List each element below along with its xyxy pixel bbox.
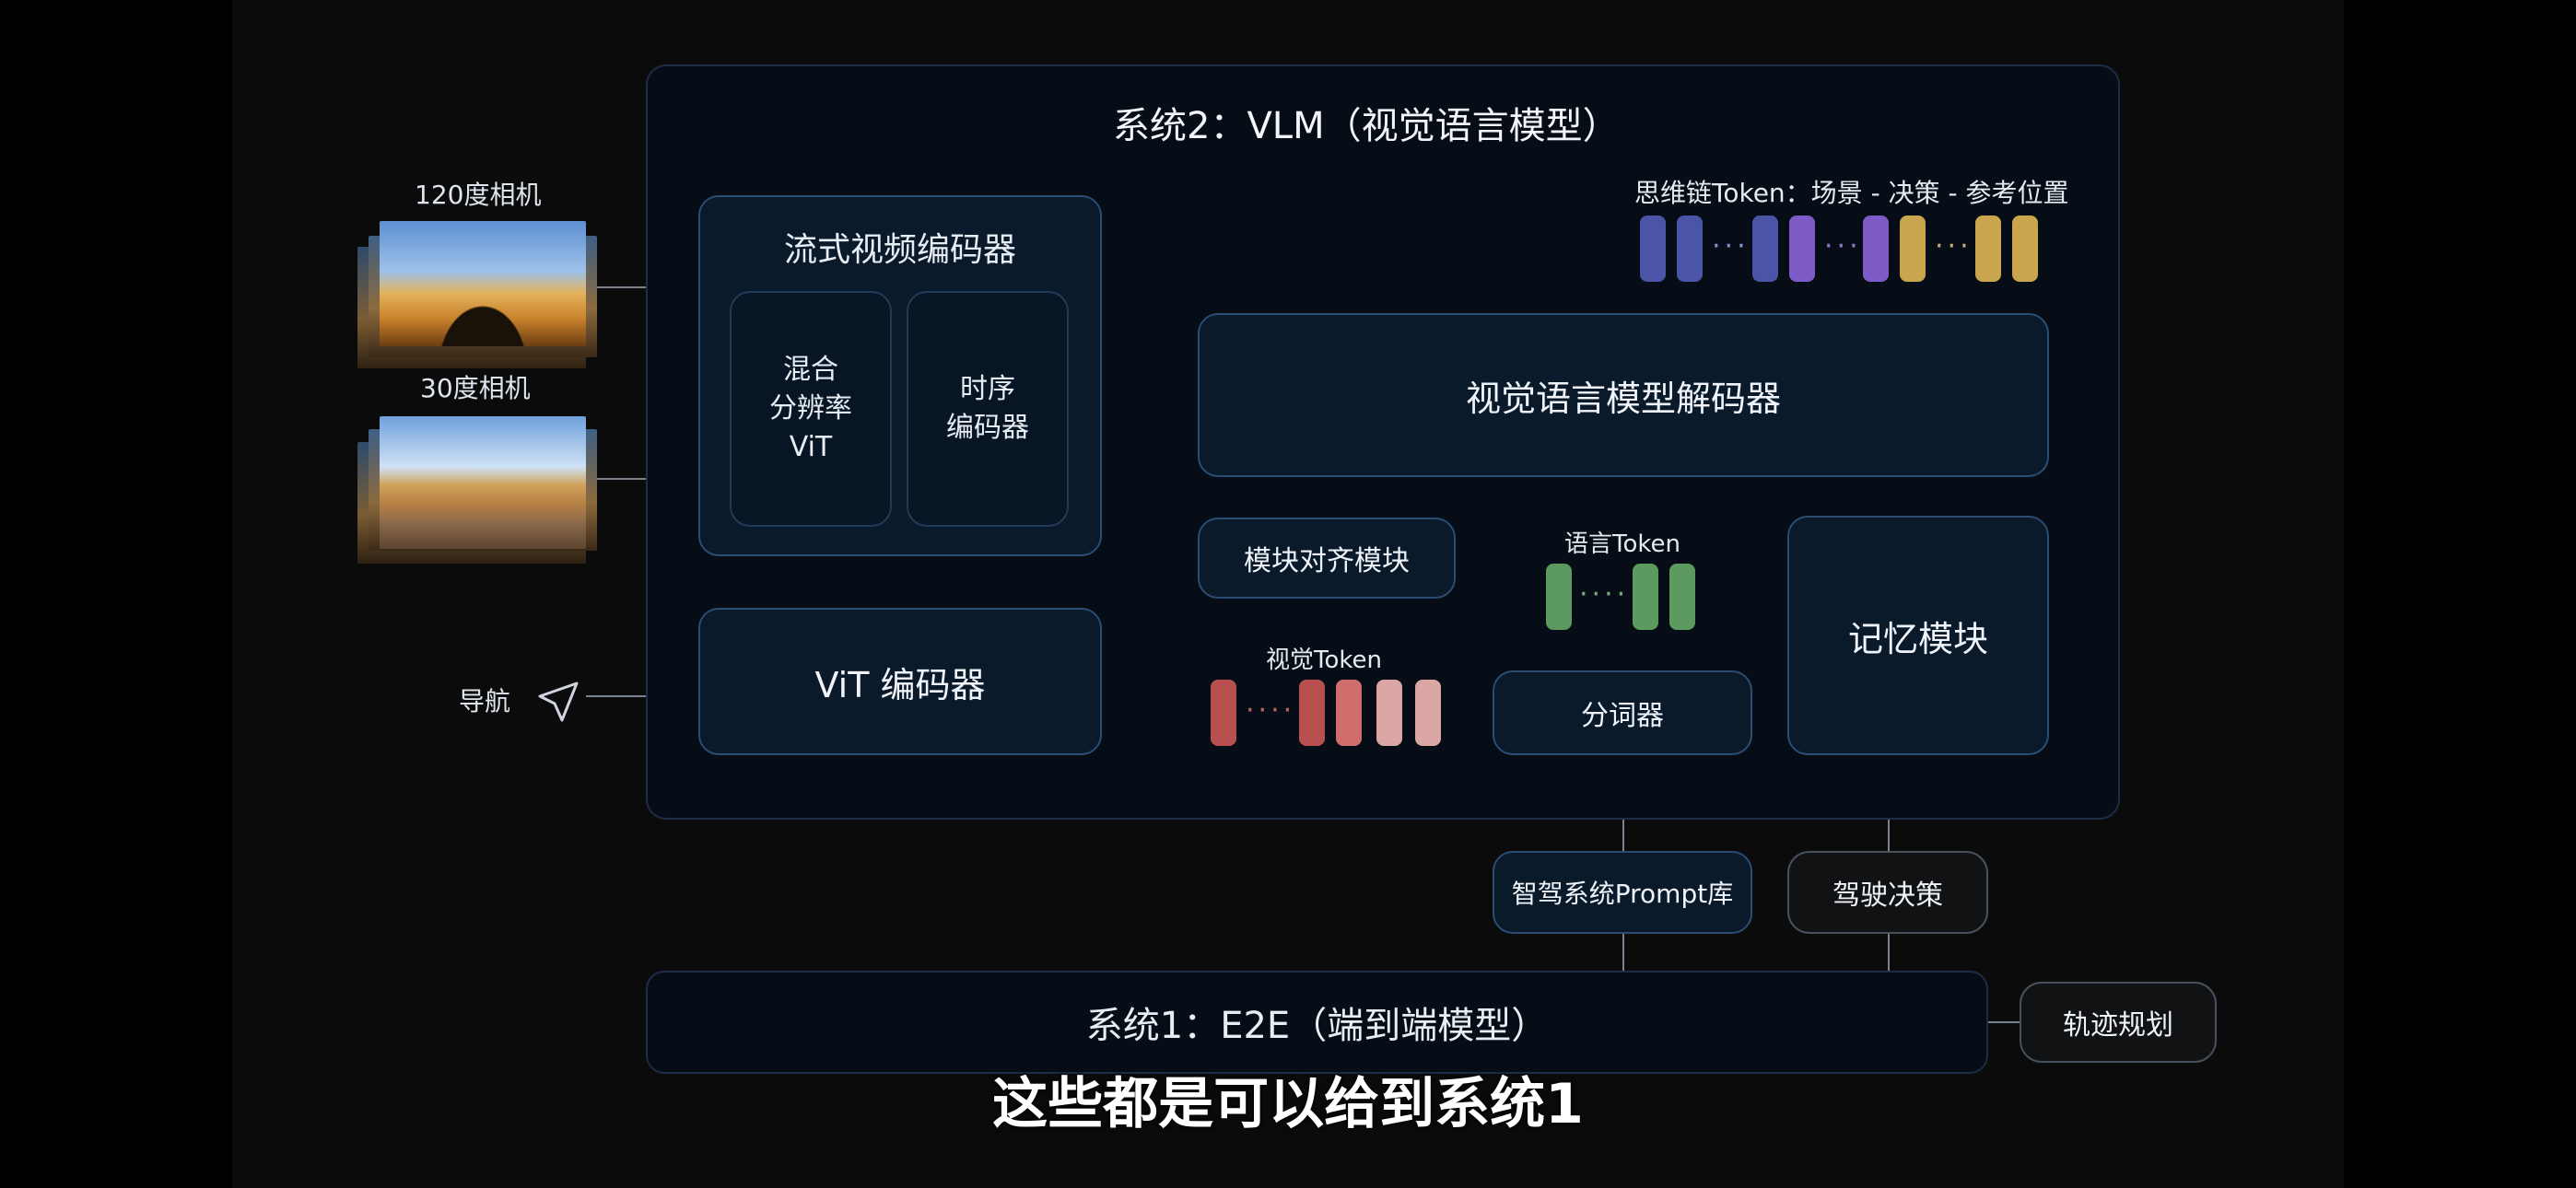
language-token [1633, 564, 1658, 630]
cot-token-ellipsis: ··· [1824, 230, 1862, 262]
visual-token [1376, 680, 1402, 746]
cot-token-ellipsis: ··· [1935, 230, 1973, 262]
camera-30-label: 30度相机 [420, 373, 531, 403]
visual-token [1299, 680, 1325, 746]
camera-120-image [380, 221, 586, 346]
vit-encoder: ViT 编码器 [698, 608, 1102, 755]
tokenizer: 分词器 [1493, 670, 1752, 755]
video-subtitle: 这些都是可以给到系统1 [992, 1072, 1584, 1136]
trajectory-planning: 轨迹规划 [2020, 982, 2217, 1063]
driving-decision: 驾驶决策 [1787, 851, 1988, 934]
navigation-arrow-icon [538, 681, 579, 722]
camera-30-image [380, 416, 586, 549]
visual-token-ellipsis: ···· [1246, 694, 1296, 727]
visual-token [1415, 680, 1441, 746]
system1-e2e-panel: 系统1：E2E（端到端模型） [646, 971, 1988, 1074]
language-token-label: 语言Token [1564, 530, 1680, 558]
stream-encoder-title: 流式视频编码器 [783, 231, 1016, 269]
temporal-encoder: 时序 编码器 [907, 291, 1069, 527]
visual-token-label: 视觉Token [1266, 646, 1382, 674]
memory-module: 记忆模块 [1787, 516, 2049, 755]
prompt-library: 智驾系统Prompt库 [1493, 851, 1752, 934]
cot-token-scene [1640, 215, 1666, 282]
cot-token-position [1900, 215, 1926, 282]
vlm-decoder: 视觉语言模型解码器 [1198, 313, 2049, 477]
alignment-module: 模块对齐模块 [1198, 518, 1456, 599]
cot-token-label: 思维链Token：场景 - 决策 - 参考位置 [1634, 178, 2069, 208]
language-token [1669, 564, 1695, 630]
visual-token [1336, 680, 1362, 746]
system2-title: 系统2：VLM（视觉语言模型） [1113, 105, 1620, 147]
mixed-resolution-vit: 混合 分辨率 ViT [730, 291, 892, 527]
language-token [1546, 564, 1572, 630]
navigation-label: 导航 [459, 686, 511, 716]
language-token-ellipsis: ···· [1579, 578, 1630, 611]
cot-token-scene [1677, 215, 1703, 282]
cot-token-position [1975, 215, 2001, 282]
cot-token-decision [1789, 215, 1815, 282]
camera-120-label: 120度相机 [415, 180, 542, 210]
cot-token-decision [1863, 215, 1889, 282]
cot-token-scene [1752, 215, 1778, 282]
cot-token-position [2012, 215, 2038, 282]
visual-token [1211, 680, 1236, 746]
cot-token-ellipsis: ··· [1712, 230, 1750, 262]
